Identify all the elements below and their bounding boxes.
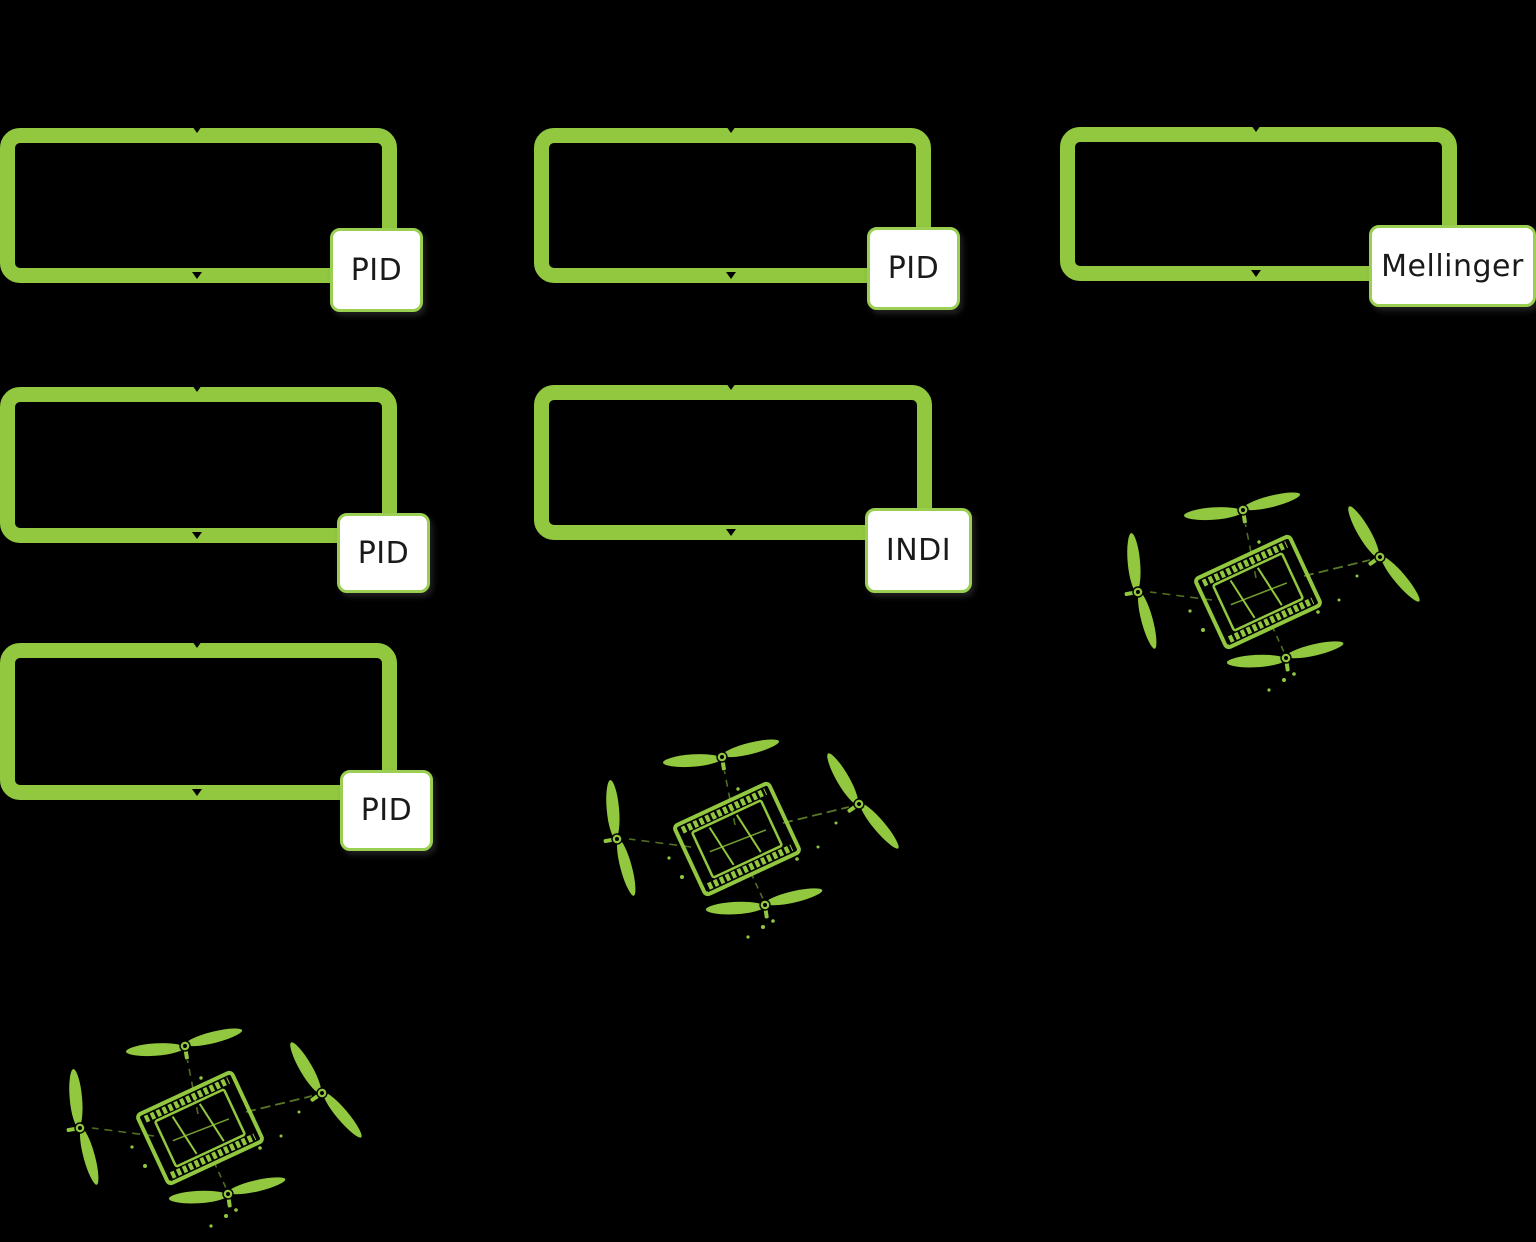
control-loop-box-4: [0, 387, 397, 543]
controller-label-5: INDI: [865, 508, 972, 593]
controller-label-text: PID: [357, 535, 410, 571]
controller-label-text: Mellinger: [1381, 248, 1524, 284]
controller-label-4: PID: [337, 513, 430, 593]
quadcopter-drone-icon: [593, 735, 905, 939]
controller-label-1: PID: [330, 228, 423, 312]
arrowhead-notch: [1251, 125, 1261, 132]
arrowhead-notch: [192, 641, 202, 648]
controller-label-3: Mellinger: [1369, 225, 1536, 307]
arrowhead-notch: [192, 272, 202, 279]
controller-label-text: INDI: [885, 533, 952, 568]
arrowhead-notch: [726, 272, 736, 279]
control-loop-box-1: [0, 128, 397, 283]
controller-label-6: PID: [340, 770, 433, 851]
controller-label-text: PID: [360, 793, 413, 828]
controller-label-text: PID: [350, 252, 403, 288]
arrowhead-notch: [192, 385, 202, 392]
controller-label-2: PID: [867, 227, 960, 310]
arrowhead-notch: [726, 529, 736, 536]
arrowhead-notch: [192, 126, 202, 133]
arrowhead-notch: [1251, 270, 1261, 277]
arrowhead-notch: [726, 126, 736, 133]
quadcopter-drone-icon: [56, 1024, 368, 1228]
arrowhead-notch: [192, 789, 202, 796]
controller-label-text: PID: [887, 251, 940, 286]
quadcopter-drone-icon: [1114, 488, 1426, 692]
arrowhead-notch: [726, 383, 736, 390]
arrowhead-notch: [192, 532, 202, 539]
